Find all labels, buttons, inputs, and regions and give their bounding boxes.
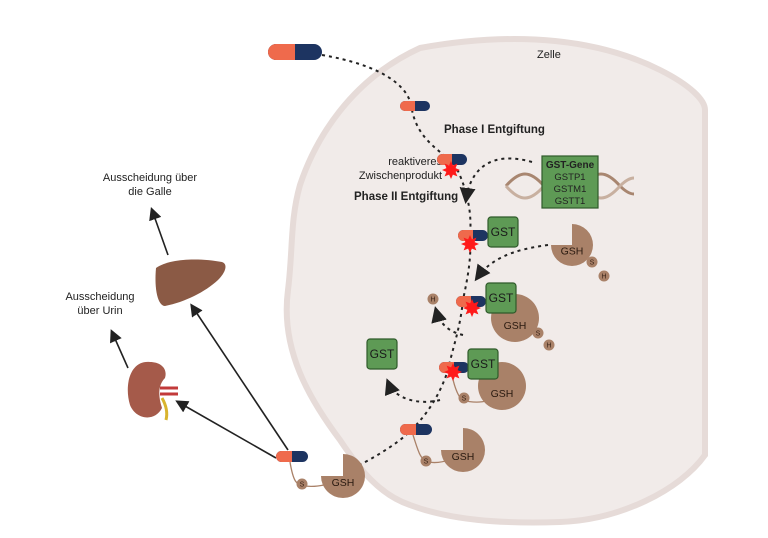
kidney-icon (127, 361, 178, 421)
drug-capsule (437, 154, 467, 165)
svg-text:GST-Gene: GST-Gene (546, 160, 595, 171)
drug-capsule-large (268, 44, 322, 60)
hydrogen-label: H (601, 274, 606, 281)
gst-label: GST (489, 291, 514, 305)
arrow-to-liver (190, 303, 289, 451)
arrow-bile-excretion (149, 206, 169, 256)
sulfur-label: S (300, 482, 305, 489)
gst-enzyme: GST (487, 216, 519, 248)
reactive-burst-icon (442, 161, 460, 179)
arrow-urine-excretion (110, 329, 129, 369)
phase1-label: Phase I Entgiftung (444, 124, 545, 136)
liver-icon (155, 259, 226, 306)
gst-enzyme: GST (467, 348, 499, 380)
hydrogen-released: H (427, 293, 439, 305)
gst-label: GST (370, 347, 395, 361)
cell-label: Zelle (537, 49, 561, 61)
drug-capsule (400, 424, 432, 435)
gst-enzyme: GST (366, 338, 398, 370)
gsh-label: GSH (332, 477, 355, 489)
svg-text:GSTT1: GSTT1 (555, 196, 586, 207)
reactive-burst-icon (444, 363, 462, 381)
gsh-label: GSH (561, 245, 584, 257)
gsh-label: GSH (504, 320, 527, 332)
hydrogen: H (543, 339, 555, 351)
gsh-label: GSH (491, 388, 514, 400)
sulfur-label: S (424, 459, 429, 466)
drug-capsule (400, 101, 430, 111)
sulfur: S (458, 392, 470, 404)
sulfur-label: S (590, 260, 595, 267)
reactive-burst-icon (463, 299, 481, 317)
gsh-label: GSH (452, 451, 475, 463)
drug-capsule (276, 451, 308, 462)
sulfur: S (420, 455, 432, 467)
sulfur: S (532, 327, 544, 339)
sulfur: S (296, 478, 308, 490)
hydrogen-released-label: H (430, 297, 435, 304)
sulfur-label: S (536, 331, 541, 338)
sulfur: S (586, 256, 598, 268)
svg-text:GSTM1: GSTM1 (554, 184, 587, 195)
gst-gene-box: GST-Gene GSTP1 GSTM1 GSTT1 (541, 155, 599, 209)
gst-label: GST (491, 225, 516, 239)
hydrogen-label: H (546, 343, 551, 350)
reactive-burst-icon (461, 235, 479, 253)
gst-enzyme: GST (485, 282, 517, 314)
gsh-glutathione: GSH (551, 224, 593, 266)
svg-text:GSTP1: GSTP1 (554, 172, 585, 183)
phase2-label: Phase II Entgiftung (354, 191, 458, 203)
cell-membrane (283, 36, 708, 526)
h-release-arrow (431, 306, 464, 336)
gsh-glutathione: GSH (321, 454, 365, 498)
hydrogen: H (598, 270, 610, 282)
gst-label: GST (471, 357, 496, 371)
arrow-to-kidney (175, 400, 277, 459)
gsh-glutathione: GSH (441, 428, 485, 472)
sulfur-label: S (462, 396, 467, 403)
